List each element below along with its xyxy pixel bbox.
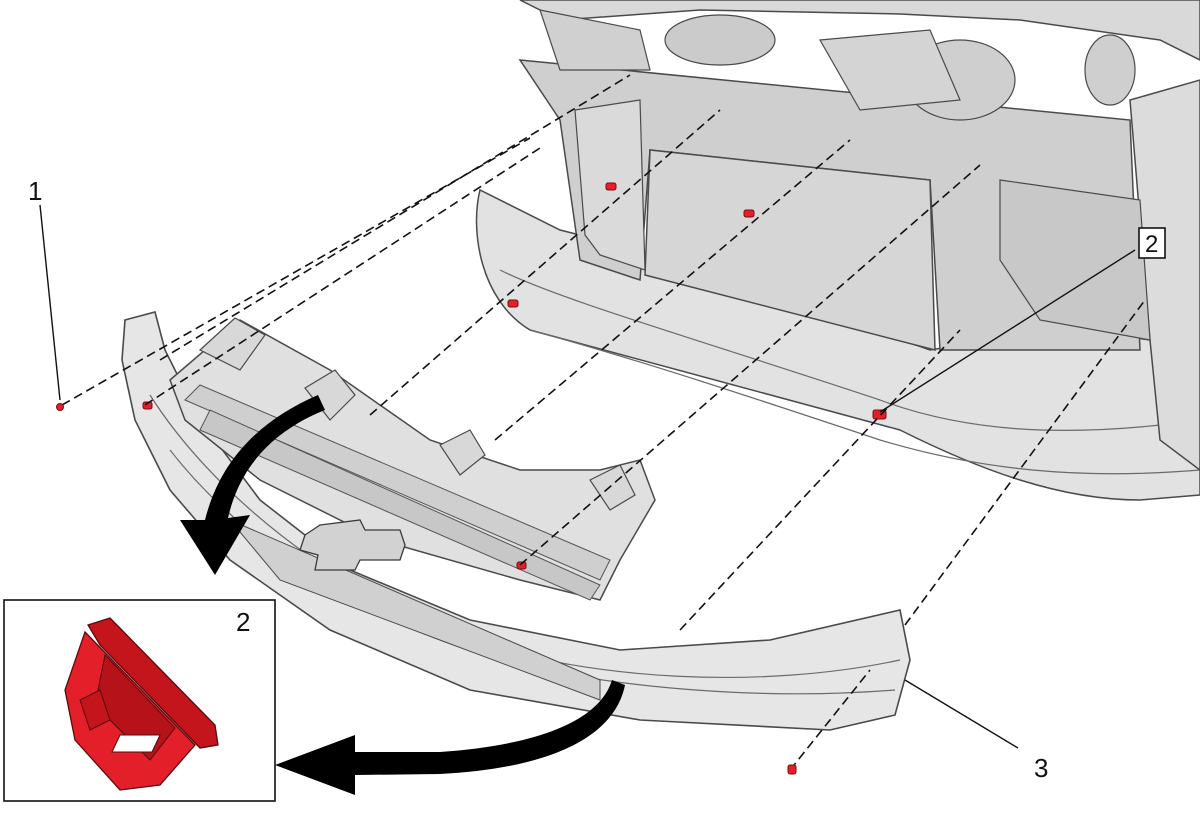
curved-arrow-icon	[180, 395, 325, 575]
removal-arrows	[180, 395, 625, 795]
curved-arrow-icon	[275, 680, 625, 795]
retainer-detail-inset	[3, 599, 276, 802]
callout-3-label: 3	[1034, 753, 1048, 783]
callout-2-inset-label: 2	[236, 607, 250, 637]
fastener-markers	[56, 403, 797, 775]
callout-1-label: 1	[28, 176, 42, 206]
retainer-clip-icon	[64, 617, 219, 791]
vehicle-front-end	[475, 0, 1200, 501]
callout-2-boxed: 2	[1138, 227, 1166, 259]
upper-grille	[142, 317, 656, 601]
callout-2-box-label: 2	[1145, 231, 1158, 258]
alignment-lines	[61, 74, 1146, 771]
